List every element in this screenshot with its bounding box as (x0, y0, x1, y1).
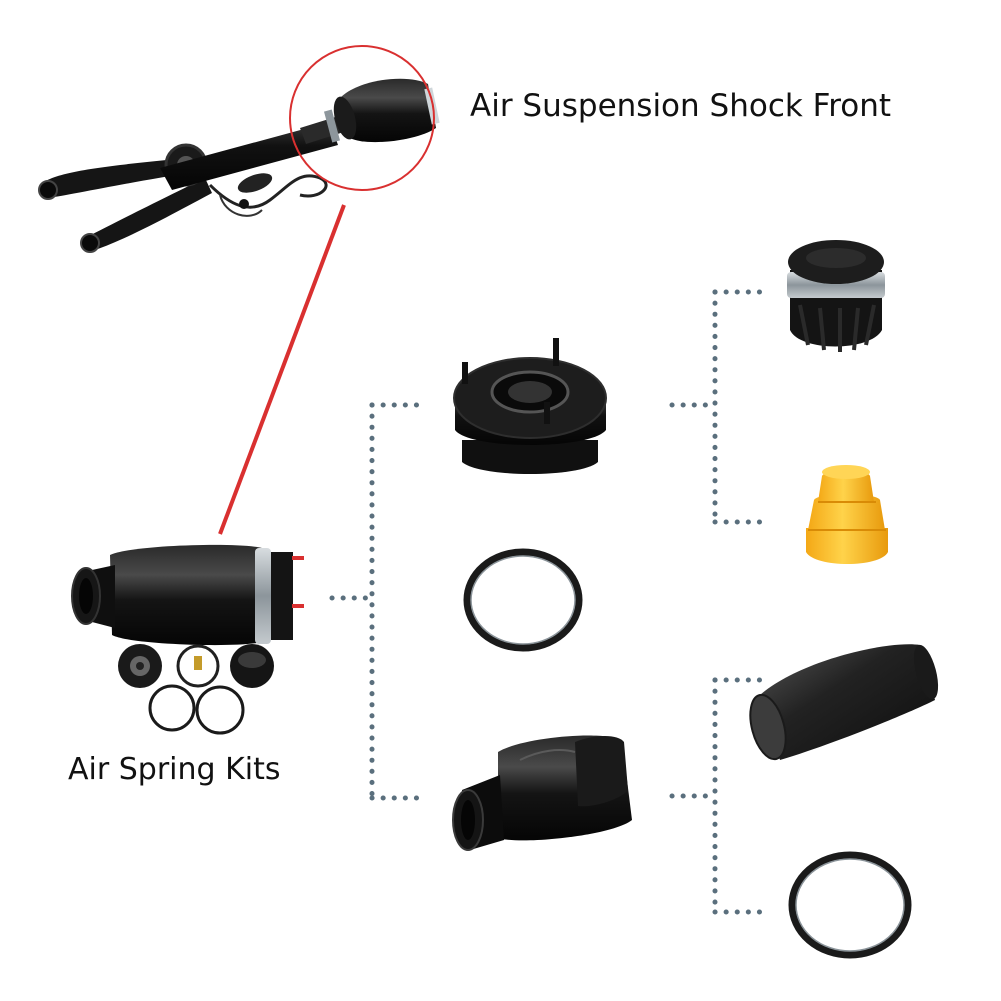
seal-ring (463, 548, 583, 652)
top-mount (453, 338, 607, 474)
highlight-circle (289, 45, 435, 191)
seal-ring-highlight (470, 555, 576, 645)
bump-stop (806, 465, 888, 564)
highlight-pointer-line (218, 204, 346, 535)
connector-lines (329, 289, 765, 915)
air-bag-bellow (452, 735, 632, 851)
air-spring-kits-label: Air Spring Kits (68, 752, 281, 787)
air-suspension-shock-front-label: Air Suspension Shock Front (470, 88, 892, 124)
air-suspension-shock (38, 78, 440, 253)
crimp-ring (788, 851, 912, 959)
crimp-ring-highlight (795, 858, 905, 952)
rubber-bushing (787, 240, 885, 352)
rubber-sleeve (749, 644, 939, 761)
air-spring-kit (71, 544, 304, 735)
